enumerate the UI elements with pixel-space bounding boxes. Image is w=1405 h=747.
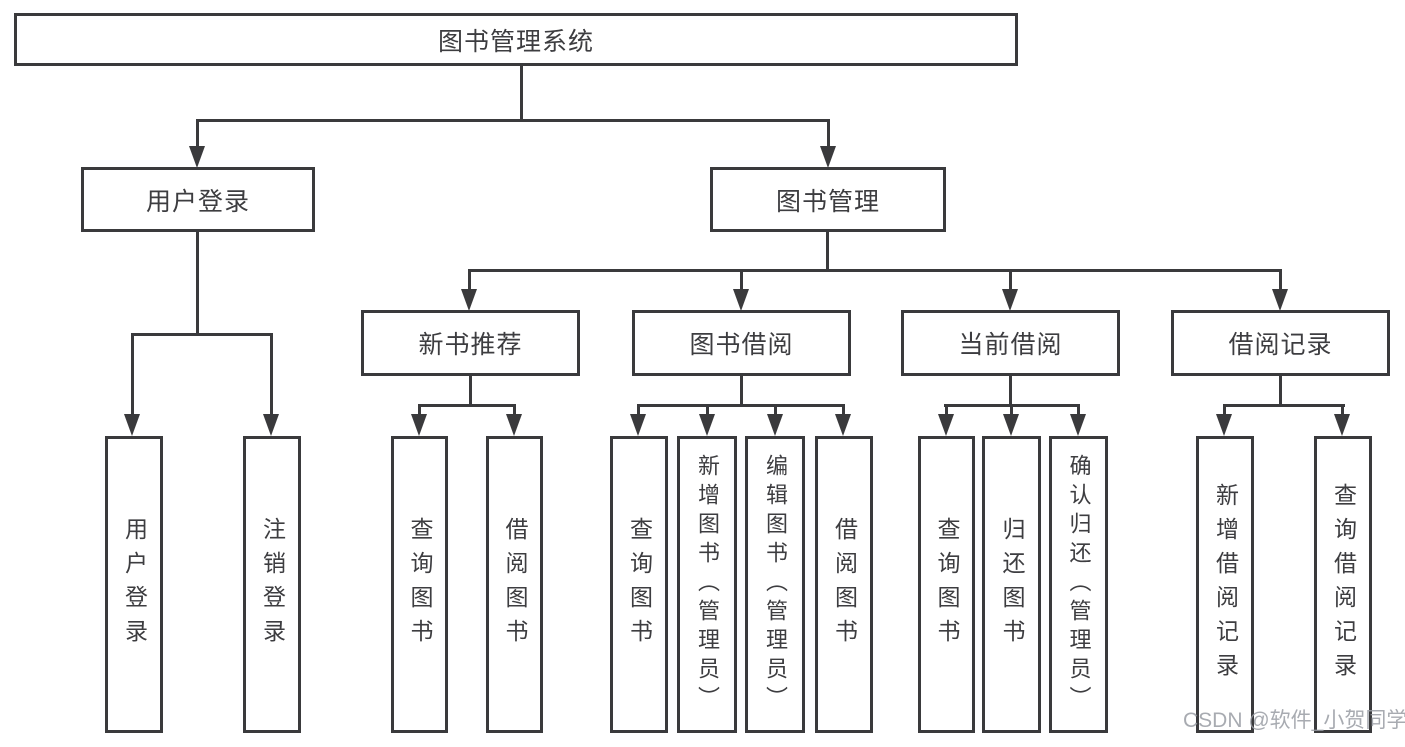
connector-drop [706,404,709,414]
connector-records-bar [1223,404,1345,407]
connector-drop-borrowing [740,269,743,289]
connector-drop-new-book [468,269,471,289]
connector-drop [1341,404,1344,414]
connector-root-bar [196,119,830,122]
arrow-down-icon [1002,289,1018,311]
leaf-borrowing-query-books: 查询图书 [610,436,668,733]
leaf-label: 编辑图书（管理员） [763,454,788,715]
arrow-down-icon [506,414,522,436]
leaf-label: 用户登录 [121,516,148,653]
arrow-down-icon [124,414,140,436]
connector-records-stem [1279,374,1282,406]
connector-drop-records [1279,269,1282,289]
arrow-down-icon [767,414,783,436]
leaf-label: 新增图书（管理员） [695,454,720,715]
connector-drop [774,404,777,414]
connector-drop [842,404,845,414]
connector-borrowing-stem [740,374,743,406]
connector-drop [945,404,948,414]
connector-drop-current [1009,269,1012,289]
arrow-down-icon [1272,289,1288,311]
leaf-edit-book-admin: 编辑图书（管理员） [745,436,805,733]
leaf-label: 借阅图书 [502,516,528,653]
connector-drop-leaf-logout [270,333,273,414]
arrow-down-icon [461,289,477,311]
arrow-down-icon [630,414,646,436]
arrow-down-icon [835,414,851,436]
connector-drop [513,404,516,414]
leaf-label: 确认归还（管理员） [1066,454,1092,715]
connector-borrowing-bar [637,404,844,407]
arrow-down-icon [411,414,427,436]
arrow-down-icon [1070,414,1086,436]
leaf-label: 归还图书 [999,516,1025,653]
leaf-label: 借阅图书 [831,516,858,653]
leaf-newbook-query-books: 查询图书 [391,436,448,733]
connector-user-login-bar [131,333,273,336]
connector-book-mgmt-bar [468,269,1282,272]
arrow-down-icon [733,289,749,311]
connector-drop-leaf-login [131,333,134,414]
connector-user-login-stem [196,230,199,335]
leaf-add-book-admin: 新增图书（管理员） [677,436,737,733]
arrow-down-icon [189,146,205,168]
connector-drop [1223,404,1226,414]
connector-drop [637,404,640,414]
arrow-down-icon [263,414,279,436]
leaf-label: 查询图书 [934,516,960,653]
csdn-watermark: CSDN @软件_小贺同学 [1183,709,1405,732]
node-book-management: 图书管理 [710,167,946,232]
node-current-borrowing: 当前借阅 [901,310,1120,376]
node-borrowing-records: 借阅记录 [1171,310,1390,376]
arrow-down-icon [1334,414,1350,436]
arrow-down-icon [938,414,954,436]
connector-drop [1077,404,1080,414]
leaf-borrowing-borrow-books: 借阅图书 [815,436,873,733]
connector-current-stem [1009,374,1012,406]
leaf-label: 新增借阅记录 [1212,482,1239,687]
leaf-label: 查询借阅记录 [1330,482,1357,687]
connector-newbook-stem [469,374,472,406]
connector-drop-book-management [827,119,830,147]
leaf-label: 注销登录 [259,516,286,653]
leaf-query-borrow-record: 查询借阅记录 [1314,436,1372,733]
leaf-return-books: 归还图书 [982,436,1041,733]
leaf-label: 查询图书 [407,516,433,653]
node-book-borrowing: 图书借阅 [632,310,851,376]
leaf-current-query-books: 查询图书 [918,436,975,733]
connector-drop [1010,404,1013,414]
connector-drop-user-login [196,119,199,147]
arrow-down-icon [1003,414,1019,436]
leaf-logout: 注销登录 [243,436,301,733]
node-new-book-recommendation: 新书推荐 [361,310,580,376]
arrow-down-icon [1216,414,1232,436]
node-user-login: 用户登录 [81,167,315,232]
leaf-label: 查询图书 [626,516,653,653]
arrow-down-icon [699,414,715,436]
leaf-user-login: 用户登录 [105,436,163,733]
arrow-down-icon [820,146,836,168]
leaf-confirm-return-admin: 确认归还（管理员） [1049,436,1108,733]
connector-root-stem [520,64,523,121]
node-book-management-system: 图书管理系统 [14,13,1018,66]
connector-newbook-bar [418,404,516,407]
connector-drop [418,404,421,414]
leaf-add-borrow-record: 新增借阅记录 [1196,436,1254,733]
leaf-newbook-borrow-books: 借阅图书 [486,436,543,733]
connector-book-mgmt-stem [826,230,829,272]
